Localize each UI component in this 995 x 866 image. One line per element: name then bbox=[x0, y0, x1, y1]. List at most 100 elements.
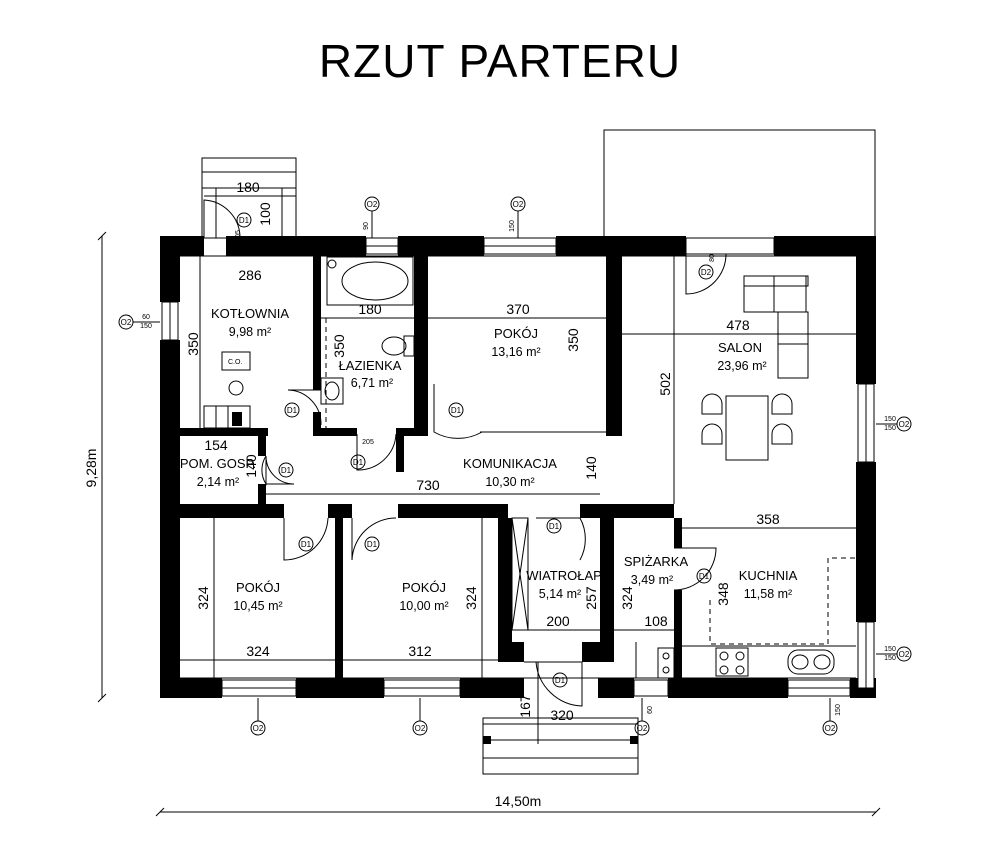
dim-286: 286 bbox=[238, 267, 262, 283]
dim-100-top: 100 bbox=[257, 202, 273, 226]
bathtub bbox=[326, 256, 414, 306]
windows bbox=[161, 237, 875, 697]
room-area-pokoj3: 10,00 m² bbox=[399, 599, 448, 613]
rear-steps bbox=[201, 157, 297, 239]
dimension-labels: 180 100 286 180 370 478 350 350 350 502 … bbox=[83, 179, 881, 817]
room-area-lazienka: 6,71 m² bbox=[351, 376, 393, 390]
room-name-salon: SALON bbox=[718, 340, 762, 355]
tag-d1-spizarka: D1 bbox=[699, 572, 710, 581]
tag-o2-kotlownia: O2 bbox=[121, 318, 132, 327]
dim-324-pokoj2-v: 324 bbox=[195, 586, 211, 610]
boiler: C.O. bbox=[203, 351, 251, 429]
dim-total-height: 9,28m bbox=[83, 449, 99, 488]
tag-o2-salon: O2 bbox=[899, 420, 910, 429]
room-area-pokoj1: 13,16 m² bbox=[491, 345, 540, 359]
kitchen-counter bbox=[682, 557, 856, 677]
room-name-kuchnia: KUCHNIA bbox=[739, 568, 798, 583]
front-steps bbox=[482, 717, 639, 775]
svg-text:150: 150 bbox=[140, 323, 152, 330]
tag-o2-kuchnia-bottom: O2 bbox=[825, 724, 836, 733]
svg-text:150: 150 bbox=[884, 655, 896, 662]
dim-350-pokoj: 350 bbox=[565, 328, 581, 352]
dim-154: 154 bbox=[204, 437, 228, 453]
bathroom-sink bbox=[320, 377, 344, 405]
svg-text:C.O.: C.O. bbox=[228, 359, 242, 366]
page-title: RZUT PARTERU bbox=[319, 35, 681, 87]
svg-text:205: 205 bbox=[362, 439, 374, 446]
room-name-komunikacja: KOMUNIKACJA bbox=[463, 456, 557, 471]
dim-324-pokoj2-h: 324 bbox=[246, 643, 270, 659]
room-name-pom-gosp: POM. GOSP. bbox=[180, 456, 256, 471]
tag-o2-spizarka: O2 bbox=[637, 724, 648, 733]
dim-108: 108 bbox=[644, 613, 668, 629]
element-tags: D1 205 O2 90 O2 150 O2 60 150 O2 150 150… bbox=[118, 196, 912, 736]
dim-312: 312 bbox=[408, 643, 432, 659]
tag-d1-lazienka: D1 bbox=[353, 458, 364, 467]
room-name-wiatrolap: WIATROŁAP bbox=[526, 568, 602, 583]
wardrobe bbox=[511, 517, 529, 631]
pantry-boxes bbox=[657, 647, 675, 679]
room-area-pom-gosp: 2,14 m² bbox=[197, 475, 239, 489]
svg-text:150: 150 bbox=[835, 704, 842, 716]
room-name-lazienka: ŁAZIENKA bbox=[339, 358, 402, 373]
tag-o2-pokoj2: O2 bbox=[253, 724, 264, 733]
internal-walls bbox=[180, 256, 682, 678]
dim-478: 478 bbox=[726, 317, 750, 333]
tag-o2-kuchnia: O2 bbox=[899, 650, 910, 659]
terrace-outline bbox=[603, 129, 876, 238]
dim-257: 257 bbox=[583, 586, 599, 610]
tag-d1-rear: D1 bbox=[239, 216, 250, 225]
room-name-pokoj1: POKÓJ bbox=[494, 326, 538, 341]
tag-d1-wiatrolap: D1 bbox=[549, 522, 560, 531]
svg-text:90: 90 bbox=[363, 222, 370, 230]
tag-d1-pokoj2: D1 bbox=[301, 540, 312, 549]
room-area-salon: 23,96 m² bbox=[717, 359, 766, 373]
room-area-pokoj2: 10,45 m² bbox=[233, 599, 282, 613]
dim-730: 730 bbox=[416, 477, 440, 493]
dim-358: 358 bbox=[756, 511, 780, 527]
dim-350-kotlownia: 350 bbox=[185, 332, 201, 356]
toilet bbox=[381, 335, 415, 357]
dining-table bbox=[701, 393, 793, 461]
tag-d2-terrace: D2 bbox=[701, 268, 712, 277]
dim-348: 348 bbox=[715, 582, 731, 606]
dim-200: 200 bbox=[546, 613, 570, 629]
room-name-pokoj2: POKÓJ bbox=[236, 580, 280, 595]
wall-insulation-lines bbox=[180, 255, 856, 679]
svg-text:150: 150 bbox=[884, 416, 896, 423]
dim-180-lazienka: 180 bbox=[358, 301, 382, 317]
dim-502: 502 bbox=[657, 372, 673, 396]
svg-text:205: 205 bbox=[235, 230, 242, 242]
room-area-spizarka: 3,49 m² bbox=[631, 573, 673, 587]
tag-d1-entry: D1 bbox=[555, 676, 566, 685]
room-area-kuchnia: 11,58 m² bbox=[744, 587, 792, 601]
room-name-kotlownia: KOTŁOWNIA bbox=[211, 306, 289, 321]
doors bbox=[203, 199, 774, 707]
tag-d1-gosp: D1 bbox=[281, 466, 292, 475]
room-name-pokoj3: POKÓJ bbox=[402, 580, 446, 595]
room-name-spizarka: SPIŻARKA bbox=[624, 554, 689, 569]
tag-o2-lazienka: O2 bbox=[367, 200, 378, 209]
room-area-wiatrolap: 5,14 m² bbox=[539, 587, 581, 601]
dim-320: 320 bbox=[550, 707, 574, 723]
svg-text:150: 150 bbox=[884, 425, 896, 432]
svg-text:60: 60 bbox=[647, 706, 654, 714]
tag-d1-pokoj: D1 bbox=[451, 406, 462, 415]
dim-350-lazienka: 350 bbox=[331, 334, 347, 358]
dim-324-pokoj3-v: 324 bbox=[463, 586, 479, 610]
svg-text:150: 150 bbox=[884, 646, 896, 653]
tag-o2-pokoj: O2 bbox=[513, 200, 524, 209]
svg-text:150: 150 bbox=[509, 220, 516, 232]
dim-167: 167 bbox=[517, 694, 533, 718]
dim-180-top: 180 bbox=[236, 179, 260, 195]
tag-o2-pokoj3: O2 bbox=[415, 724, 426, 733]
dim-324-spizarka: 324 bbox=[619, 586, 635, 610]
svg-text:60: 60 bbox=[142, 314, 150, 321]
dim-370: 370 bbox=[506, 301, 530, 317]
dim-140-kom: 140 bbox=[583, 456, 599, 480]
external-walls bbox=[160, 236, 876, 698]
dim-total-width: 14,50m bbox=[495, 793, 542, 809]
room-area-komunikacja: 10,30 m² bbox=[485, 475, 534, 489]
svg-text:80: 80 bbox=[709, 254, 716, 262]
